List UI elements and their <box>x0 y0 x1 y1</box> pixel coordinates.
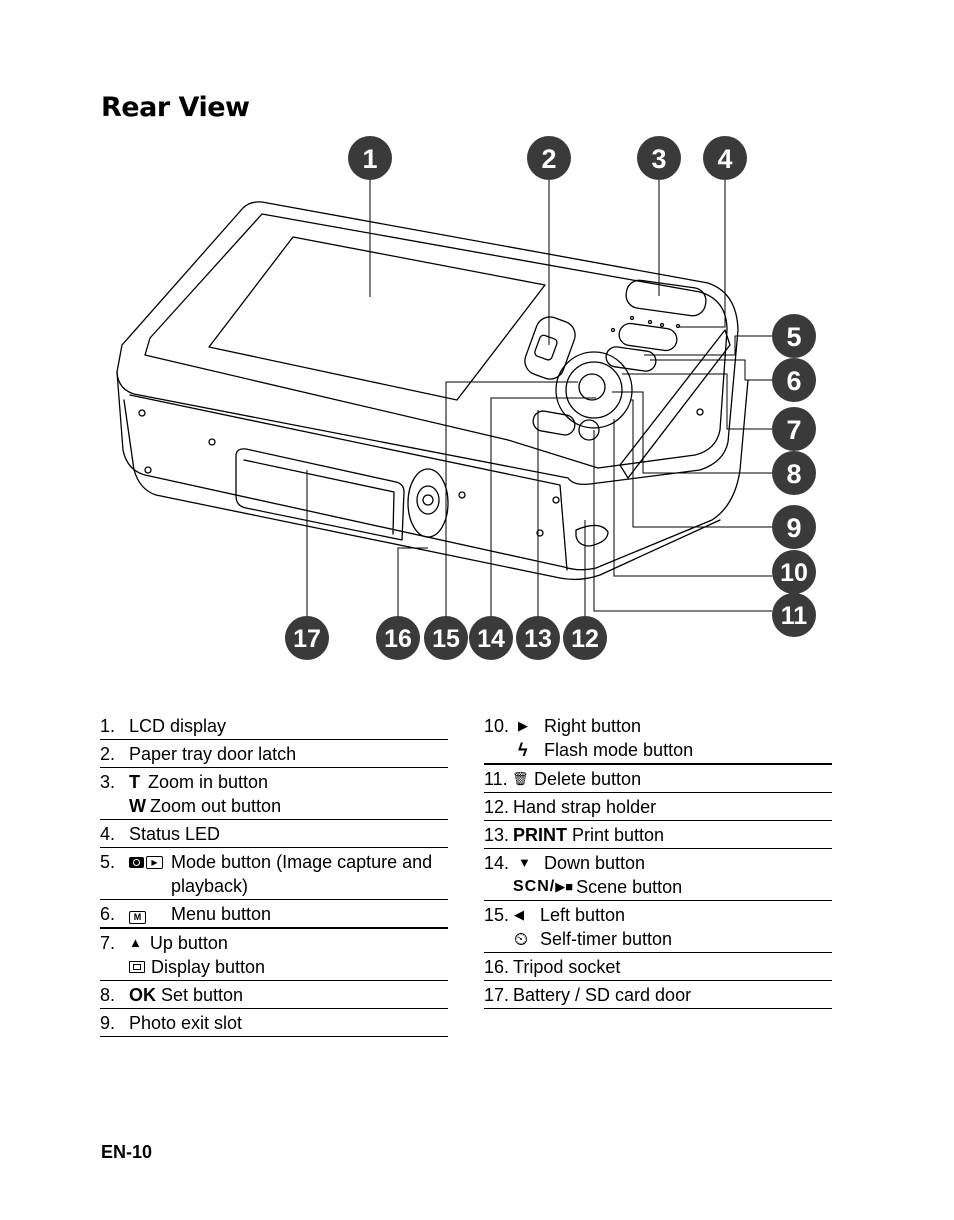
battery-door <box>235 448 405 541</box>
dpad <box>555 351 633 429</box>
callout-8: 8 <box>772 451 816 495</box>
list-item: 17. Battery / SD card door <box>484 981 832 1009</box>
svg-text:1: 1 <box>362 144 377 174</box>
callout-9: 9 <box>772 505 816 549</box>
list-item: 15. ◀Left button ⏲Self-timer button <box>484 901 832 953</box>
print-button <box>532 410 576 436</box>
callout-2: 2 <box>527 136 571 180</box>
list-item: 14. ▼Down button SCN/▶■Scene button <box>484 849 832 901</box>
svg-text:13: 13 <box>524 625 552 653</box>
self-timer-icon: ⏲ <box>514 929 529 949</box>
scene-icon: SCN/ <box>513 878 556 895</box>
svg-text:5: 5 <box>786 322 801 352</box>
svg-text:10: 10 <box>780 559 808 587</box>
callout-7: 7 <box>772 407 816 451</box>
up-arrow-icon: ▲ <box>129 935 142 950</box>
display-icon <box>129 961 145 973</box>
callout-14: 14 <box>469 616 513 660</box>
svg-text:7: 7 <box>786 415 801 445</box>
list-item: 2. Paper tray door latch <box>100 740 448 768</box>
page-number: EN-10 <box>101 1142 153 1162</box>
svg-text:3: 3 <box>651 144 666 174</box>
camera-body-top <box>116 201 739 486</box>
callout-17: 17 <box>285 616 329 660</box>
list-item: 7. ▲Up button Display button <box>100 929 448 981</box>
menu-m-icon: M <box>129 911 146 924</box>
svg-text:2: 2 <box>541 144 556 174</box>
section-heading: Rear View <box>101 92 250 123</box>
list-item: 9. Photo exit slot <box>100 1009 448 1037</box>
svg-text:8: 8 <box>786 459 801 489</box>
callout-3: 3 <box>637 136 681 180</box>
flash-icon: ϟ <box>518 740 528 760</box>
camera-rear-diagram: 1 2 3 4 5 6 7 8 9 10 11 12 13 14 15 16 1… <box>116 136 816 660</box>
callout-10: 10 <box>772 550 816 594</box>
zoom-button <box>625 279 707 317</box>
tripod-socket <box>407 468 449 538</box>
menu-button <box>605 346 657 372</box>
svg-text:6: 6 <box>786 366 801 396</box>
mode-button <box>618 322 678 352</box>
callout-6: 6 <box>772 358 816 402</box>
callout-15: 15 <box>424 616 468 660</box>
callout-16: 16 <box>376 616 420 660</box>
svg-text:14: 14 <box>477 625 505 653</box>
down-arrow-icon: ▼ <box>518 855 531 870</box>
callout-5: 5 <box>772 314 816 358</box>
list-item: 11. 🗑Delete button <box>484 765 832 793</box>
left-arrow-icon: ◀ <box>514 907 524 922</box>
right-arrow-icon: ▶ <box>518 718 528 733</box>
strap-holder <box>575 524 609 547</box>
callout-11: 11 <box>772 593 816 637</box>
trash-icon: 🗑 <box>512 771 529 786</box>
ok-button <box>578 373 606 401</box>
callout-4: 4 <box>703 136 747 180</box>
camera-playback-icon: ▶ <box>129 850 171 874</box>
callout-1: 1 <box>348 136 392 180</box>
svg-text:12: 12 <box>571 625 599 653</box>
list-item: 4. Status LED <box>100 820 448 848</box>
photo-exit-slot <box>619 329 731 479</box>
svg-text:9: 9 <box>786 513 801 543</box>
svg-text:16: 16 <box>384 625 412 653</box>
list-item: 16. Tripod socket <box>484 953 832 981</box>
svg-text:17: 17 <box>293 625 321 653</box>
delete-button <box>578 419 600 441</box>
lcd-screen <box>208 236 546 401</box>
callout-12: 12 <box>563 616 607 660</box>
callout-13: 13 <box>516 616 560 660</box>
list-item: 12. Hand strap holder <box>484 793 832 821</box>
svg-text:11: 11 <box>781 602 808 630</box>
camera-body-lower <box>116 371 749 571</box>
parts-list-left: 1. LCD display 2. Paper tray door latch … <box>100 712 448 1037</box>
svg-text:15: 15 <box>432 625 460 653</box>
svg-text:4: 4 <box>717 144 732 174</box>
latch <box>524 316 576 380</box>
list-item: 1. LCD display <box>100 712 448 740</box>
